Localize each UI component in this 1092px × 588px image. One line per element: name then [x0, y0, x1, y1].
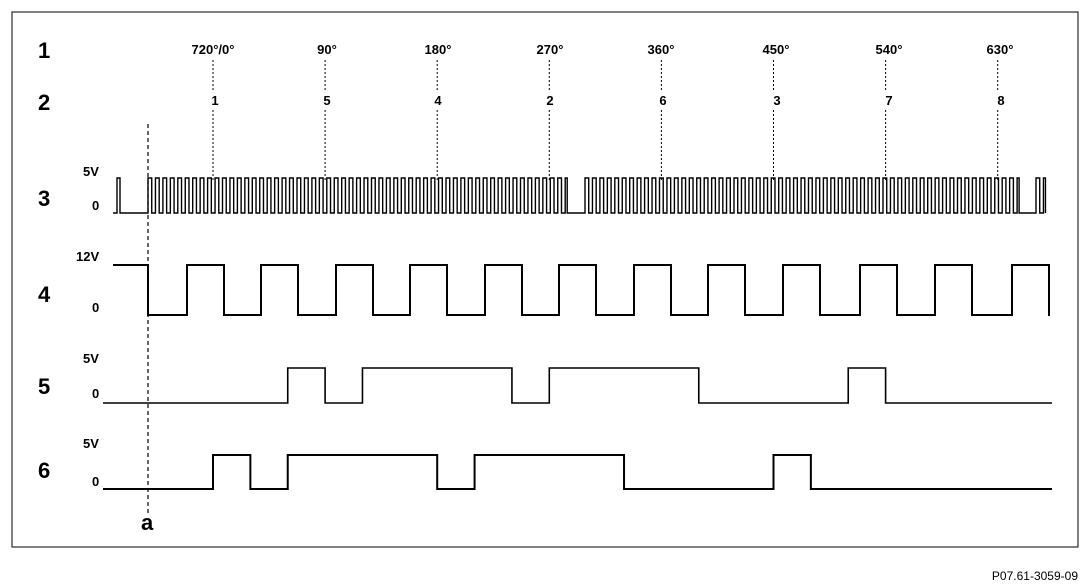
row-label-1: 1: [38, 38, 50, 63]
figure-reference: P07.61-3059-09: [992, 569, 1078, 583]
row3-low-level: 0: [92, 198, 99, 213]
angle-label-4: 360°: [648, 42, 675, 57]
row5-signal: [103, 367, 1052, 404]
row-labels: 1 2 3 4 5 6: [38, 38, 51, 483]
row4-high-level: 12V: [76, 249, 99, 264]
row6-high-level: 5V: [83, 436, 99, 451]
row6-low-level: 0: [92, 474, 99, 489]
cylinder-label-7: 8: [997, 93, 1004, 108]
row4-square-signal: [113, 264, 1050, 316]
row-label-6: 6: [38, 458, 50, 483]
row-label-5: 5: [38, 374, 50, 399]
row-label-2: 2: [38, 90, 50, 115]
firing-order-labels: 1 5 4 2 6 3 7 8: [211, 93, 1004, 108]
row4-low-level: 0: [92, 300, 99, 315]
cylinder-label-3: 2: [546, 93, 553, 108]
crank-angle-labels: 720°/0° 90° 180° 270° 360° 450° 540° 630…: [192, 42, 1014, 57]
cylinder-label-2: 4: [434, 93, 442, 108]
row3-high-level: 5V: [83, 164, 99, 179]
row6-signal: [103, 454, 1052, 490]
angle-label-5: 450°: [763, 42, 790, 57]
angle-label-7: 630°: [987, 42, 1014, 57]
angle-label-1: 90°: [317, 42, 337, 57]
cylinder-label-0: 1: [211, 93, 218, 108]
cylinder-label-5: 3: [773, 93, 780, 108]
row-label-3: 3: [38, 186, 50, 211]
angle-label-0: 720°/0°: [192, 42, 235, 57]
cylinder-label-4: 6: [659, 93, 666, 108]
angle-label-6: 540°: [876, 42, 903, 57]
cylinder-label-6: 7: [885, 93, 892, 108]
diagram-frame: [11, 11, 1079, 548]
angle-label-3: 270°: [537, 42, 564, 57]
level-labels: 5V 0 12V 0 5V 0 5V 0: [76, 164, 99, 489]
marker-a-label: a: [141, 510, 154, 535]
row5-high-level: 5V: [83, 351, 99, 366]
crankshaft-sensor-signal: [113, 177, 1047, 214]
angle-label-2: 180°: [425, 42, 452, 57]
cylinder-label-1: 5: [323, 93, 330, 108]
row5-low-level: 0: [92, 386, 99, 401]
tdc-reference-lines: [212, 60, 999, 180]
row-label-4: 4: [38, 282, 51, 307]
